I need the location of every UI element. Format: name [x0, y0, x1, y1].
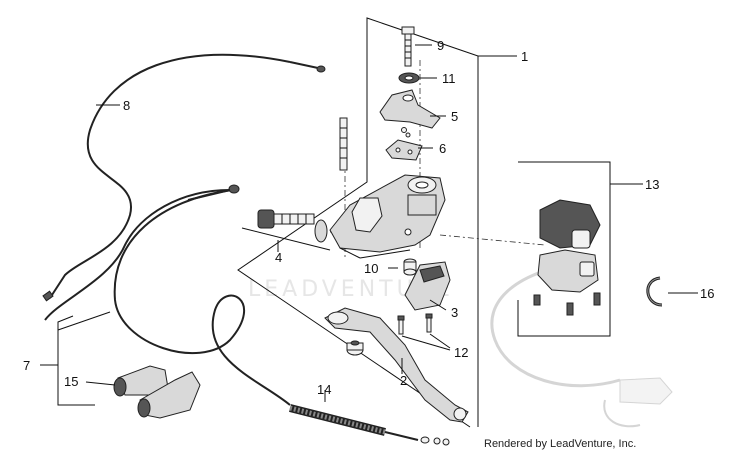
adjuster-screw-part-4 — [241, 209, 331, 251]
callout-12: 12 — [454, 345, 468, 360]
screws-part-12 — [397, 313, 433, 335]
callout-16: 16 — [700, 286, 714, 301]
callout-13: 13 — [645, 177, 659, 192]
leader-lines — [40, 44, 698, 406]
switch-bracket-outline — [517, 161, 643, 337]
callout-9: 9 — [437, 38, 444, 53]
spring-part-14 — [289, 404, 450, 446]
pin-part-10 — [403, 258, 417, 276]
callout-4: 4 — [275, 250, 282, 265]
callout-15: 15 — [64, 374, 78, 389]
washer-part-11 — [398, 72, 420, 84]
callout-7: 7 — [23, 358, 30, 373]
block-part-3 — [404, 261, 451, 311]
callout-5: 5 — [451, 109, 458, 124]
stud — [339, 117, 348, 171]
credit-text: Rendered by LeadVenture, Inc. — [484, 438, 637, 450]
clip-part-16 — [646, 276, 663, 307]
cable-part-7 — [44, 184, 291, 406]
plate-part-6 — [385, 139, 423, 161]
switch-harness-background — [490, 260, 673, 428]
bolt-part-9 — [401, 26, 415, 67]
lever-part-2 — [324, 307, 469, 423]
callout-1: 1 — [521, 49, 528, 64]
bracket-part-5 — [379, 89, 441, 138]
switch-part-13 — [533, 199, 601, 316]
bushing — [346, 340, 364, 356]
callout-14: 14 — [317, 382, 331, 397]
callout-8: 8 — [123, 98, 130, 113]
cable-part-8 — [42, 53, 326, 302]
callout-10: 10 — [364, 261, 378, 276]
callout-11: 11 — [442, 71, 456, 86]
callout-2: 2 — [400, 373, 407, 388]
callout-6: 6 — [439, 141, 446, 156]
callout-3: 3 — [451, 305, 458, 320]
callout-labels: 1 2 3 4 5 6 7 8 9 10 11 12 13 14 15 16 — [23, 38, 714, 397]
lever-housing-part-1 — [329, 174, 446, 259]
boots-part-15 — [113, 365, 201, 419]
